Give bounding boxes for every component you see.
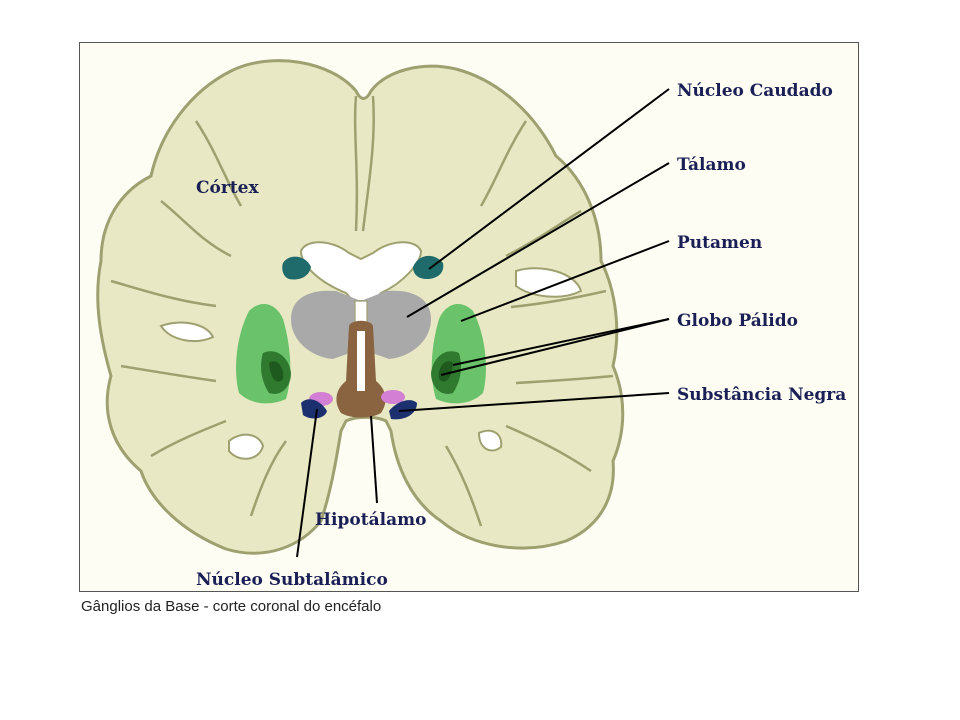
brain-diagram-frame: Córtex Núcleo Caudado Tálamo Putamen Glo… (79, 42, 859, 592)
figure-caption: Gânglios da Base - corte coronal do encé… (81, 598, 382, 615)
caudate-nucleus-left (282, 256, 311, 280)
label-substantia-nigra: Substância Negra (677, 385, 846, 405)
brain-diagram: Córtex Núcleo Caudado Tálamo Putamen Glo… (96, 59, 846, 590)
white-spaces (159, 267, 583, 460)
label-putamen: Putamen (677, 233, 762, 253)
label-thalamus: Tálamo (677, 155, 746, 175)
label-subthalamic-nucleus: Núcleo Subtalâmico (196, 570, 388, 590)
globus-pallidus-left-inner (269, 361, 284, 382)
label-cortex: Córtex (196, 178, 259, 198)
label-hypothalamus: Hipotálamo (315, 510, 426, 530)
cortical-sulci (110, 95, 614, 527)
substantia-nigra-left (301, 399, 327, 419)
subthalamic-nucleus-right (381, 390, 405, 404)
lateral-ventricles (299, 241, 423, 302)
hypothalamus-ventricle (357, 331, 365, 391)
caudate-nucleus-right (413, 255, 444, 279)
label-globus-pallidus: Globo Pálido (677, 311, 798, 331)
label-caudate-nucleus: Núcleo Caudado (677, 81, 833, 101)
globus-pallidus-right-inner (438, 361, 453, 382)
leader-lines (296, 88, 670, 558)
